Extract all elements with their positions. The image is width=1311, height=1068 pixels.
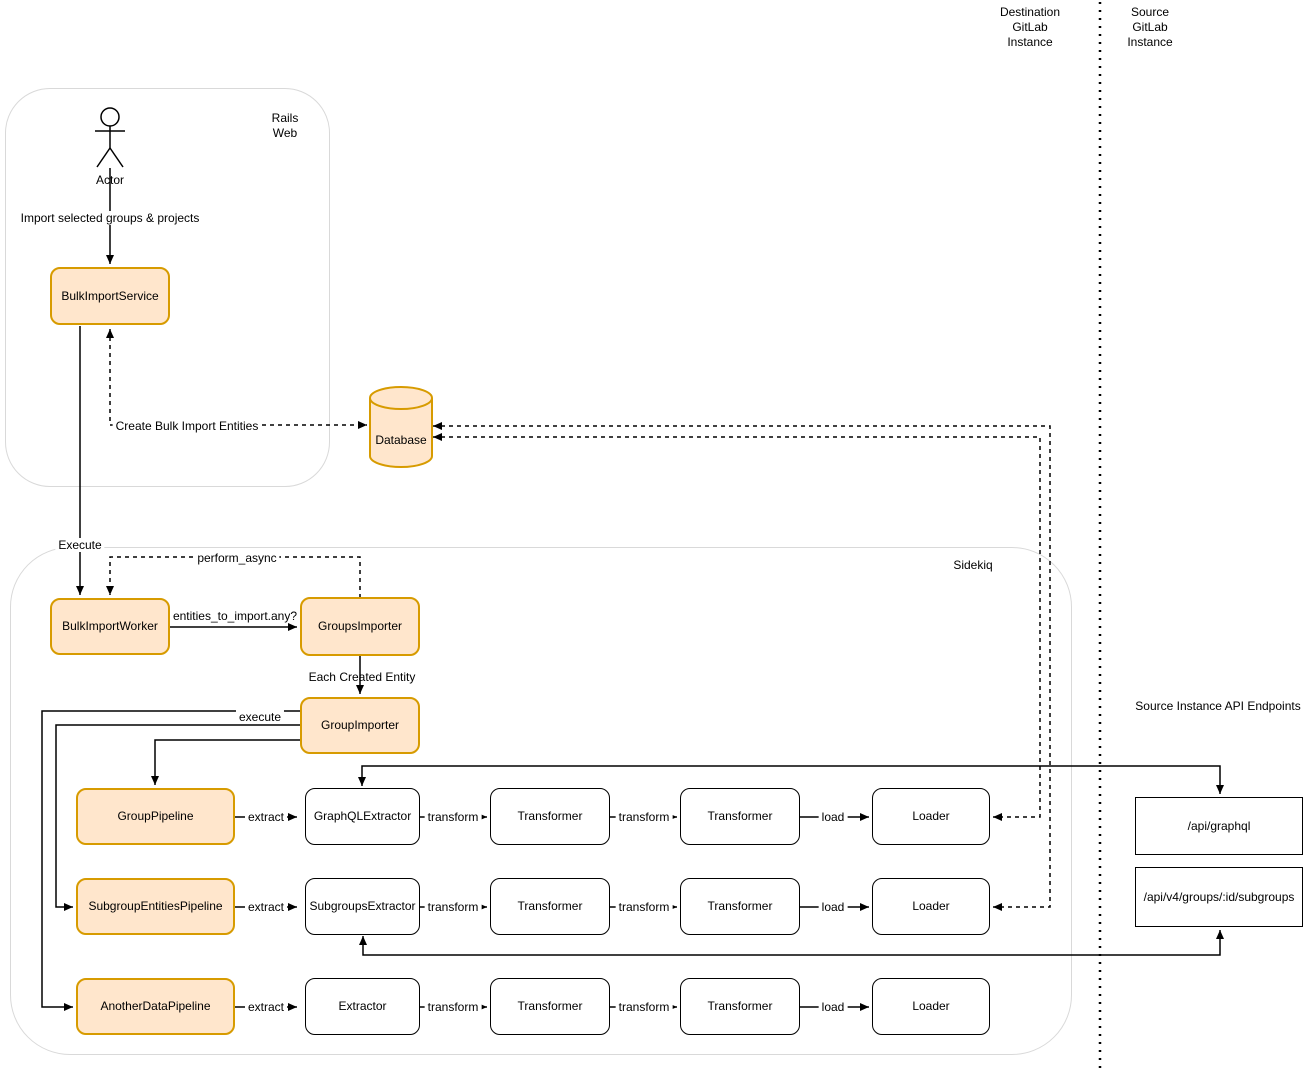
rails-web-container	[5, 88, 330, 487]
label-transform-r3a: transform	[424, 1000, 482, 1014]
label-transform-r1b: transform	[615, 810, 673, 824]
edge-to-subgroup-pipeline	[55, 724, 300, 911]
source-instance-label: Source GitLab Instance	[1127, 5, 1173, 49]
label-transform-r2b: transform	[615, 900, 673, 914]
node-groups-importer: GroupsImporter	[300, 597, 420, 656]
label-execute-top: Execute	[55, 538, 105, 552]
sidekiq-container-label: Sidekiq	[953, 558, 993, 572]
node-transformer-r3a: Transformer	[490, 978, 610, 1035]
label-execute-pipelines: execute	[235, 710, 285, 724]
node-loader-r3: Loader	[872, 978, 990, 1035]
node-extractor: Extractor	[305, 978, 420, 1035]
label-each-created-entity: Each Created Entity	[308, 670, 416, 684]
dashed-edges	[106, 329, 1051, 911]
label-extract-r2: extract	[244, 900, 288, 914]
edge-to-anotherdata-pipeline	[41, 710, 300, 1011]
label-transform-r2a: transform	[424, 900, 482, 914]
api-endpoints-title: Source Instance API Endpoints	[1135, 699, 1301, 713]
database-cylinder-icon	[369, 386, 433, 468]
node-loader-r2: Loader	[872, 878, 990, 935]
rails-web-container-label: Rails Web	[271, 111, 299, 140]
node-subgroup-entities-pipeline: SubgroupEntitiesPipeline	[76, 878, 235, 935]
label-load-r2: load	[818, 900, 848, 914]
edge-subgroupsextractor-api	[359, 930, 1224, 956]
label-load-r3: load	[818, 1000, 848, 1014]
node-transformer-r3b: Transformer	[680, 978, 800, 1035]
destination-instance-label: Destination GitLab Instance	[999, 5, 1061, 49]
node-transformer-r1b: Transformer	[680, 788, 800, 845]
label-extract-r1: extract	[244, 810, 288, 824]
node-graphql-extractor: GraphQLExtractor	[305, 788, 420, 845]
label-create-entities: Create Bulk Import Entities	[112, 419, 262, 433]
label-load-r1: load	[818, 810, 848, 824]
label-transform-r1a: transform	[424, 810, 482, 824]
node-another-data-pipeline: AnotherDataPipeline	[76, 978, 235, 1035]
label-perform-async: perform_async	[194, 551, 280, 565]
label-import-selected: Import selected groups & projects	[17, 211, 203, 225]
node-transformer-r2b: Transformer	[680, 878, 800, 935]
database-label: Database	[375, 433, 427, 447]
node-api-graphql: /api/graphql	[1135, 797, 1303, 855]
node-subgroups-extractor: SubgroupsExtractor	[305, 878, 420, 935]
node-bulk-import-service: BulkImportService	[50, 267, 170, 325]
label-extract-r3: extract	[244, 1000, 288, 1014]
label-transform-r3b: transform	[615, 1000, 673, 1014]
node-transformer-r1a: Transformer	[490, 788, 610, 845]
node-loader-r1: Loader	[872, 788, 990, 845]
node-transformer-r2a: Transformer	[490, 878, 610, 935]
node-group-importer: GroupImporter	[300, 697, 420, 754]
actor-icon	[95, 107, 125, 168]
edge-create-bulk-import-entities	[106, 329, 367, 429]
node-bulk-import-worker: BulkImportWorker	[50, 598, 170, 655]
edge-to-group-pipeline	[151, 739, 300, 785]
node-group-pipeline: GroupPipeline	[76, 788, 235, 845]
edge-db-loader-r2	[433, 422, 1051, 911]
actor-label: Actor	[95, 173, 124, 187]
node-api-subgroups: /api/v4/groups/:id/subgroups	[1135, 867, 1303, 927]
edge-db-loader-r1	[433, 433, 1041, 821]
label-entities-any: entities_to_import.any?	[172, 609, 298, 623]
